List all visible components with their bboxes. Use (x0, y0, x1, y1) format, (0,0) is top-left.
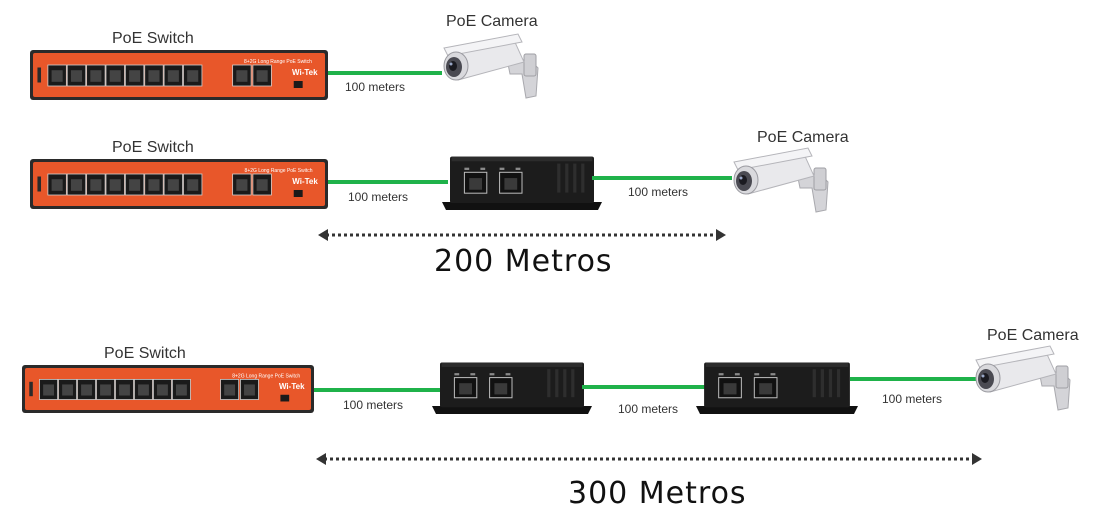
ethernet-ports (37, 173, 303, 197)
svg-text:8+2G Long Range PoE Switch: 8+2G Long Range PoE Switch (245, 168, 313, 174)
row1-cable-length: 100 meters (345, 80, 406, 94)
row3-poe-camera (975, 345, 1071, 411)
row1-poe-switch: 8+2G Long Range PoE Switch Wi-Tek (30, 50, 328, 100)
row3-cable-1-length: 100 meters (343, 398, 404, 412)
svg-text:Wi-Tek: Wi-Tek (292, 177, 318, 186)
ethernet-ports (29, 378, 290, 402)
row2-camera-label: PoE Camera (757, 129, 849, 146)
row3-cable-3-length: 100 meters (882, 392, 943, 406)
svg-text:Wi-Tek: Wi-Tek (292, 68, 318, 77)
row2-poe-camera (733, 147, 829, 213)
row1-poe-camera (443, 33, 539, 99)
svg-text:8+2G Long Range PoE Switch: 8+2G Long Range PoE Switch (244, 59, 312, 65)
ethernet-ports (37, 64, 303, 88)
row3-cable-1 (314, 388, 444, 392)
row2-switch-label: PoE Switch (112, 139, 194, 156)
row3-camera-label: PoE Camera (987, 327, 1079, 344)
row2-distance-arrow (318, 229, 726, 241)
extender-ports (718, 373, 778, 399)
row3-poe-extender-2 (696, 362, 858, 414)
camera-icon (975, 345, 1071, 411)
row2-poe-extender (442, 156, 602, 210)
row3-poe-extender-1 (432, 362, 592, 414)
row3-total-distance: 300 Metros (568, 476, 747, 511)
row3-cable-3 (850, 377, 978, 381)
row3-cable-2-length: 100 meters (618, 402, 679, 416)
camera-icon (443, 33, 539, 99)
row3-switch-label: PoE Switch (104, 345, 186, 362)
row3-cable-2 (582, 385, 706, 389)
row1-camera-label: PoE Camera (446, 13, 538, 30)
row1-switch-label: PoE Switch (112, 30, 194, 47)
row1-cable (328, 71, 442, 75)
row2-cable-1 (328, 180, 448, 184)
row2-cable-2-length: 100 meters (628, 185, 689, 199)
row2-total-distance: 200 Metros (434, 244, 613, 279)
extender-ports (463, 167, 523, 194)
svg-text:Wi-Tek: Wi-Tek (279, 382, 305, 391)
svg-text:8+2G Long Range PoE Switch: 8+2G Long Range PoE Switch (232, 373, 300, 379)
row3-distance-arrow (316, 453, 982, 465)
row2-cable-1-length: 100 meters (348, 190, 409, 204)
row2-cable-2 (592, 176, 732, 180)
camera-icon (733, 147, 829, 213)
extender-ports (453, 373, 513, 399)
